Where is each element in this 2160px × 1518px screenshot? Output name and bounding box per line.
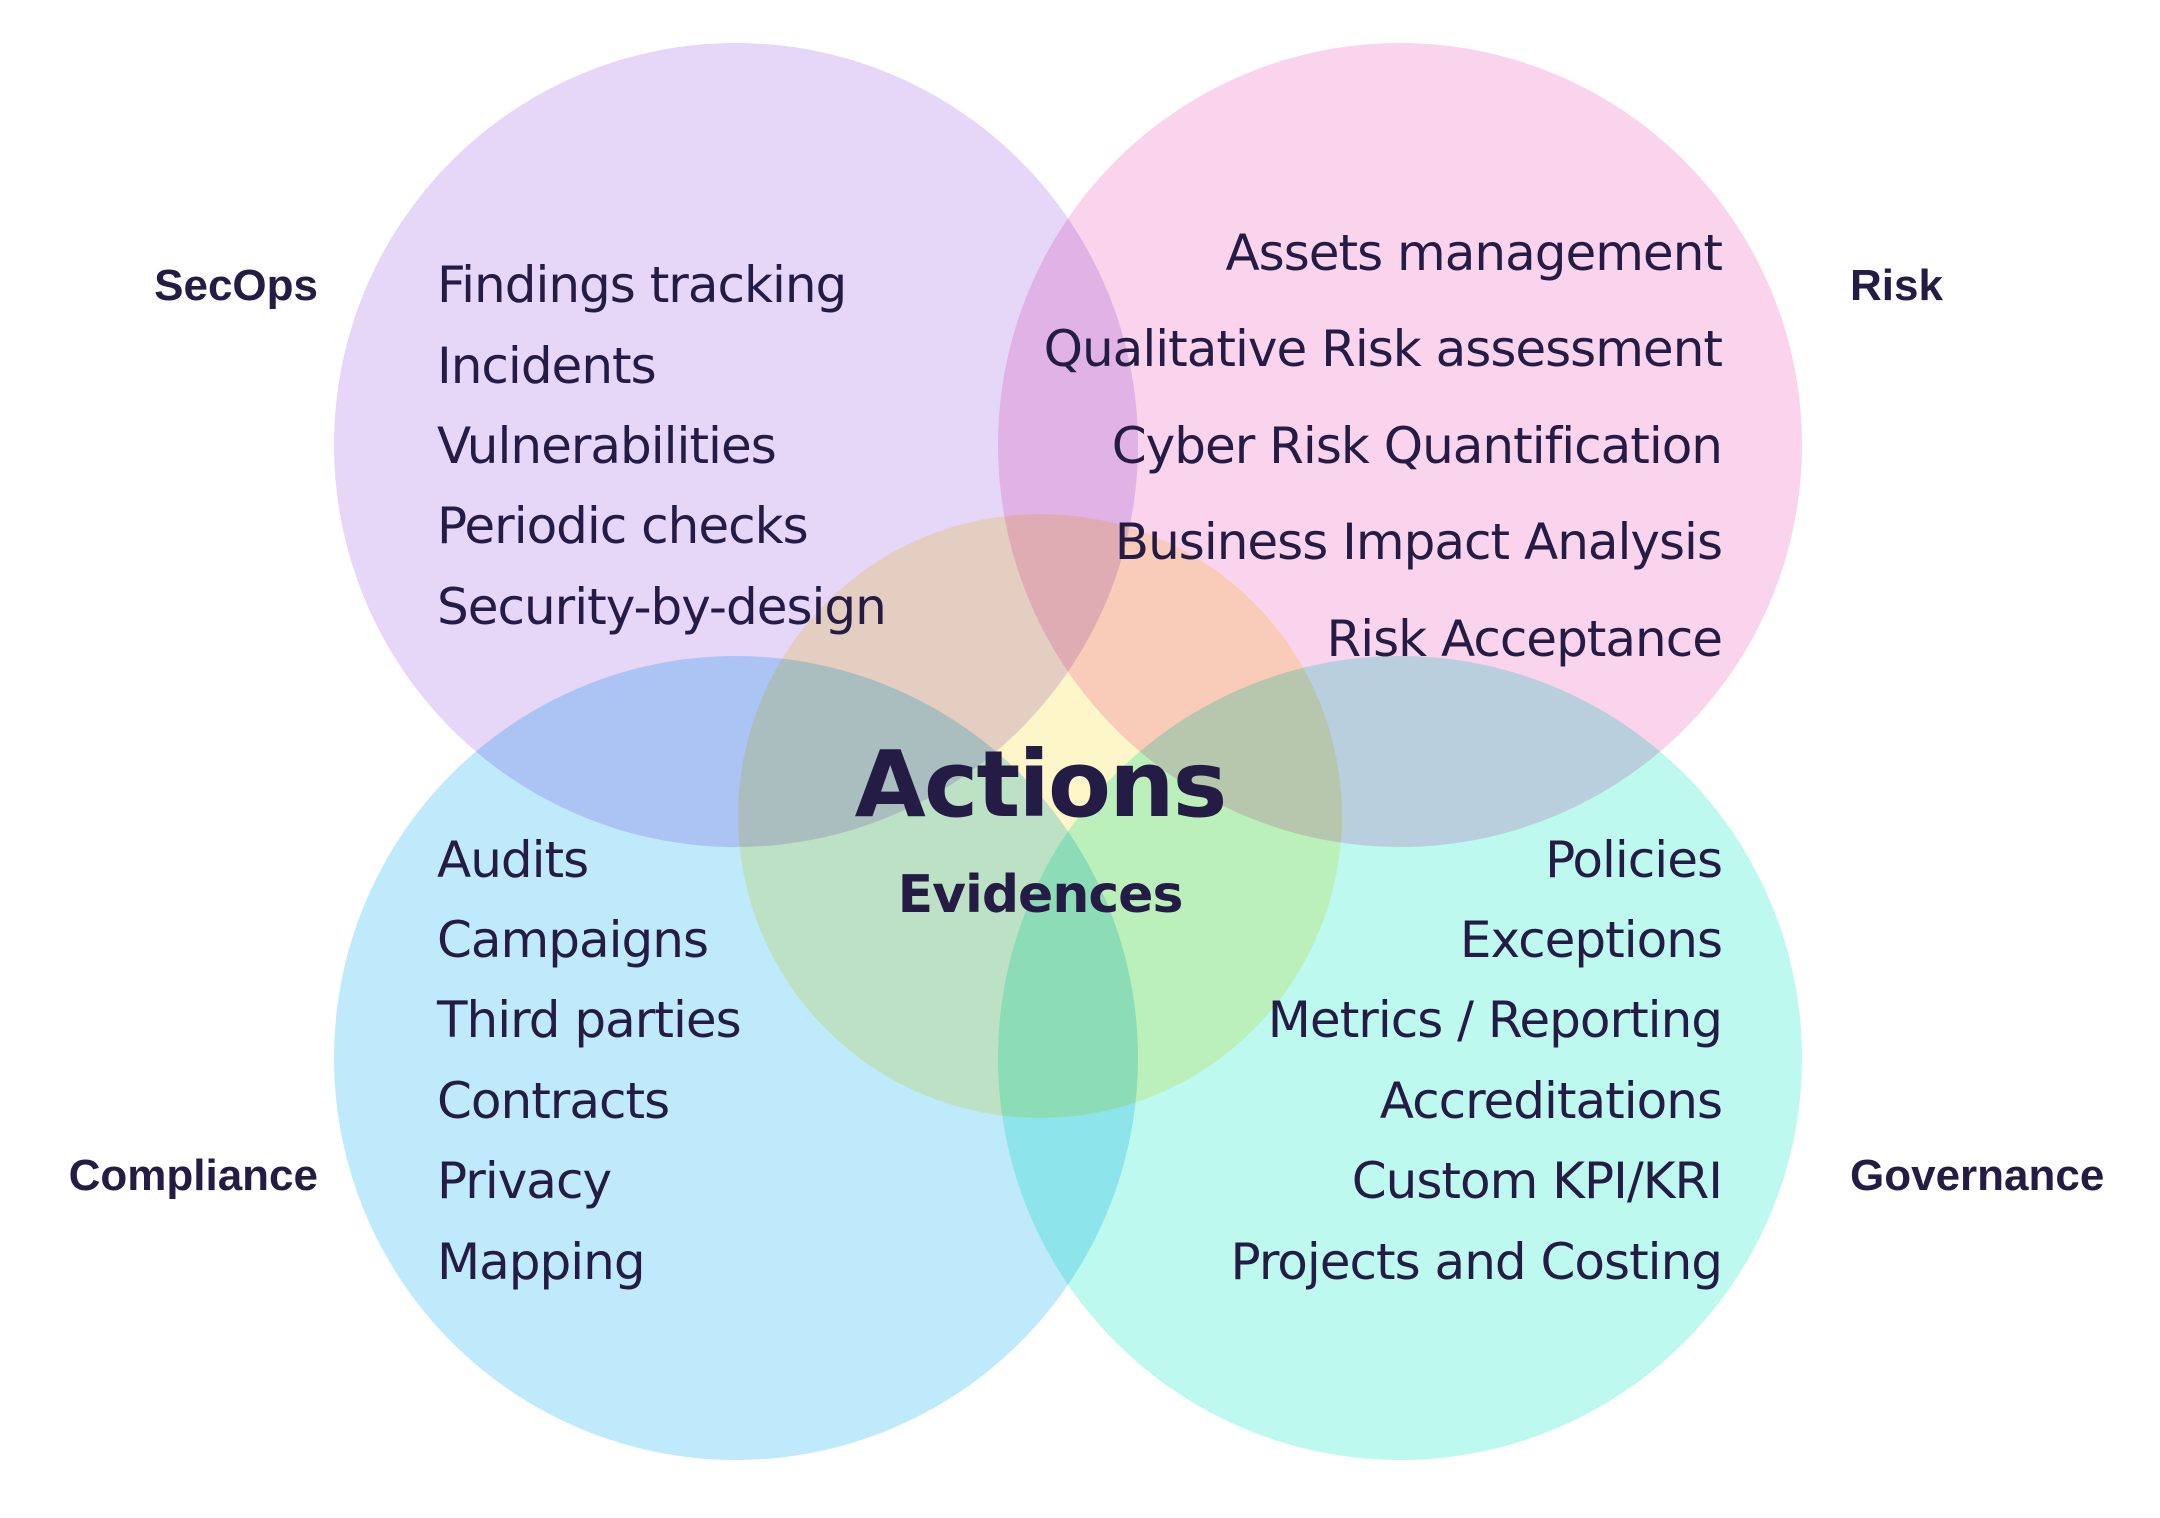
risk-item: Cyber Risk Quantification	[1112, 417, 1722, 475]
risk-item: Business Impact Analysis	[1115, 513, 1722, 571]
compliance-items: Audits Campaigns Third parties Contracts…	[436, 831, 742, 1291]
governance-item: Metrics / Reporting	[1268, 991, 1722, 1049]
compliance-item: Third parties	[436, 991, 741, 1049]
secops-items: Findings tracking Incidents Vulnerabilit…	[437, 256, 887, 636]
governance-item: Exceptions	[1460, 911, 1722, 969]
governance-item: Custom KPI/KRI	[1352, 1152, 1722, 1210]
center-subtitle: Evidences	[898, 865, 1183, 925]
label-risk: Risk	[1850, 261, 1943, 310]
secops-item: Vulnerabilities	[437, 417, 776, 475]
label-compliance: Compliance	[69, 1151, 318, 1200]
governance-items: Policies Exceptions Metrics / Reporting …	[1231, 831, 1723, 1291]
governance-item: Projects and Costing	[1231, 1233, 1722, 1291]
governance-item: Accreditations	[1380, 1072, 1722, 1130]
risk-item: Risk Acceptance	[1326, 610, 1722, 668]
compliance-item: Privacy	[437, 1152, 611, 1210]
risk-item: Assets management	[1225, 224, 1722, 282]
compliance-item: Contracts	[437, 1072, 669, 1130]
center-labels: Actions Evidences	[855, 731, 1228, 925]
secops-item: Incidents	[437, 337, 656, 395]
label-governance: Governance	[1850, 1151, 2104, 1200]
circles-layer	[334, 43, 1802, 1460]
label-secops: SecOps	[154, 261, 318, 310]
risk-item: Qualitative Risk assessment	[1044, 320, 1723, 378]
risk-items: Assets management Qualitative Risk asses…	[1044, 224, 1724, 668]
secops-item: Findings tracking	[437, 256, 846, 314]
compliance-item: Campaigns	[437, 911, 708, 969]
secops-item: Periodic checks	[437, 497, 808, 555]
group-labels: SecOps Risk Compliance Governance	[69, 261, 2105, 1200]
center-title: Actions	[855, 731, 1226, 838]
compliance-item: Mapping	[437, 1233, 645, 1291]
compliance-item: Audits	[437, 831, 588, 889]
governance-item: Policies	[1545, 831, 1722, 889]
circle-center	[738, 514, 1342, 1118]
secops-item: Security-by-design	[437, 578, 886, 636]
